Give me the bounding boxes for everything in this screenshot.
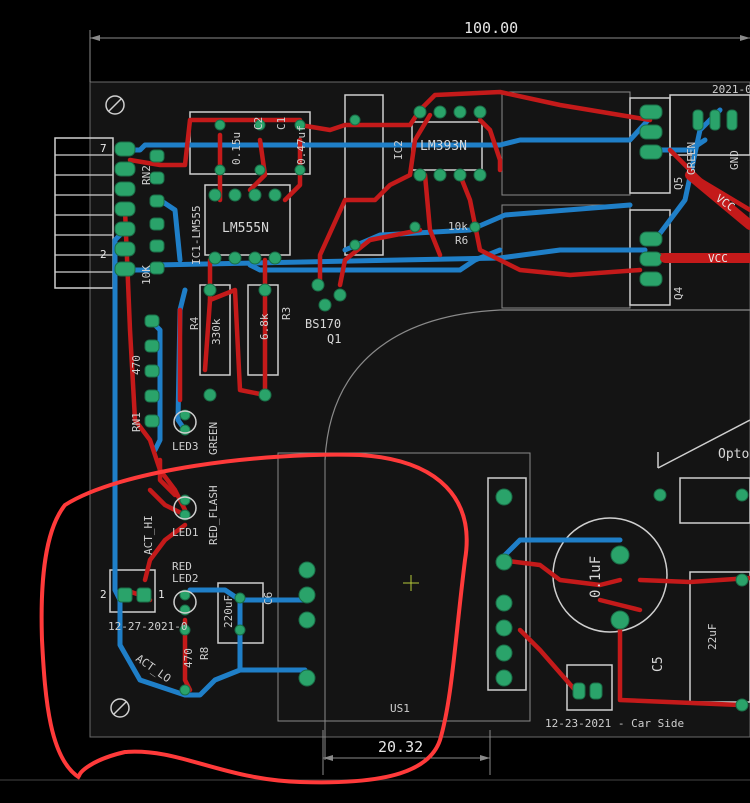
label-01uf: 0.1uF (588, 556, 604, 598)
label-gnd: GND (728, 150, 741, 170)
label-rn2: RN2 (140, 165, 153, 185)
label-q5: Q5 (672, 177, 685, 190)
label-r10k: 10k (448, 220, 468, 233)
label-red: RED (172, 560, 192, 573)
label-rn1: RN1 (130, 412, 143, 432)
origin-markers (403, 575, 419, 591)
silkscreen-labels: 7 2 RN2 10K IC1-LM555 LM555N 0.15u 0.47u… (100, 83, 750, 730)
label-r8: R8 (198, 647, 211, 660)
label-ic2: IC2 (392, 140, 405, 160)
label-pin2: 2 (100, 588, 107, 601)
label-pin2-header: 2 (100, 248, 107, 261)
label-pin1: 1 (158, 588, 165, 601)
label-lm555: LM555N (222, 221, 269, 236)
header-connector (55, 154, 113, 273)
led-outlines (173, 410, 197, 614)
label-c047: 0.47uf (295, 125, 308, 165)
label-date-top: 2021-0 (712, 83, 750, 96)
pads (114, 104, 749, 712)
label-led2: LED2 (172, 572, 199, 585)
label-22uf: 22uF (706, 624, 719, 651)
label-lm393: LM393N (420, 139, 467, 154)
label-220uf: 220uF (222, 595, 235, 628)
board-outline (89, 81, 750, 738)
label-q4: Q4 (672, 286, 685, 300)
label-r3: R3 (280, 307, 293, 320)
label-pin7: 7 (100, 142, 107, 155)
mounting-holes (105, 95, 130, 718)
label-ic1: IC1-LM555 (190, 205, 203, 265)
dimension-width-label: 100.00 (464, 19, 518, 37)
label-bs170: BS170 (305, 317, 341, 331)
label-vcc1: VCC (708, 252, 728, 265)
label-c2: C2 (252, 117, 265, 130)
dimension-detail: 20.32 (322, 730, 491, 775)
keepout-arc (324, 309, 750, 461)
label-q1: Q1 (327, 332, 341, 346)
label-led1: LED1 (172, 526, 199, 539)
label-c015: 0.15u (230, 132, 243, 165)
label-c6: C6 (262, 592, 275, 605)
label-r4: R4 (188, 316, 201, 330)
label-r6: R6 (455, 234, 468, 247)
label-us1: US1 (390, 702, 410, 715)
highlight-annotation (39, 452, 469, 785)
label-470: 470 (130, 355, 143, 375)
label-date2: 12-23-2021 - Car Side (545, 717, 684, 730)
label-68k: 6.8k (258, 313, 271, 340)
label-green: GREEN (207, 422, 220, 455)
dimension-width: 100.00 (89, 19, 750, 82)
label-act-hi: ACT_HI (142, 515, 155, 555)
label-c5: C5 (651, 656, 666, 672)
label-led3: LED3 (172, 440, 199, 453)
label-c1: C1 (275, 117, 288, 130)
label-330k: 330k (210, 318, 223, 345)
label-green2: GREEN (685, 142, 698, 175)
label-date1: 12-27-2021-0 (108, 620, 187, 633)
label-opto: Opto (718, 447, 749, 462)
label-470-r8: 470 (182, 648, 195, 668)
dimension-detail-label: 20.32 (378, 738, 423, 756)
vcc-traces (660, 170, 750, 263)
label-10k: 10K (140, 265, 153, 285)
label-red-flash: RED_FLASH (207, 485, 220, 545)
